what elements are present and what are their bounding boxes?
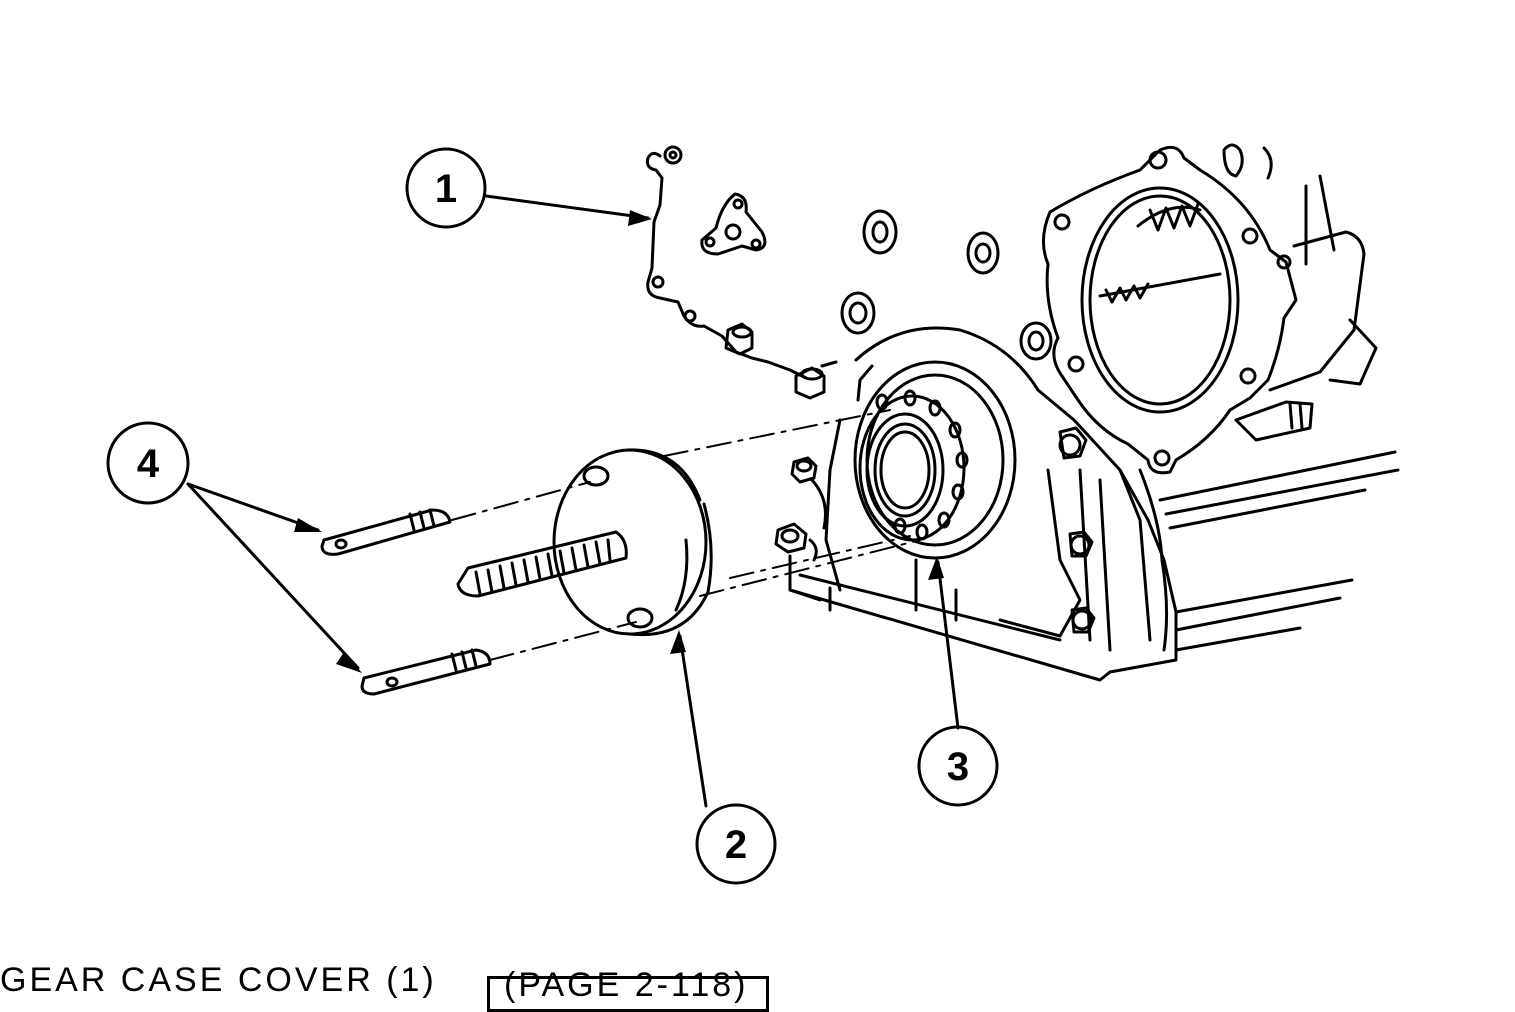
exploded-view-diagram: 1 2 3 4 [106,143,1400,885]
engine-housing [774,326,1400,682]
caption-text: GEAR CASE COVER (1) [0,961,437,999]
callout-4-label: 4 [137,442,160,486]
gear-case-gasket [645,145,838,400]
seal-rings [840,209,1053,361]
callout-2-label: 2 [725,823,747,867]
callout-1-label: 1 [435,167,457,211]
callout-circles [106,147,999,885]
page-reference-box[interactable]: (PAGE 2-118) [487,966,769,1012]
callout-3-label: 3 [947,745,969,789]
crankshaft-seal [853,360,1017,560]
bell-housing-flange [1042,143,1378,475]
leader-lines [186,194,960,808]
seal-installer-tool [456,448,713,637]
page-reference-text: (PAGE 2-118) [504,966,749,1004]
alignment-lines [451,409,921,661]
caption-line: GEAR CASE COVER (1) [0,960,437,1000]
guide-studs [320,508,492,696]
